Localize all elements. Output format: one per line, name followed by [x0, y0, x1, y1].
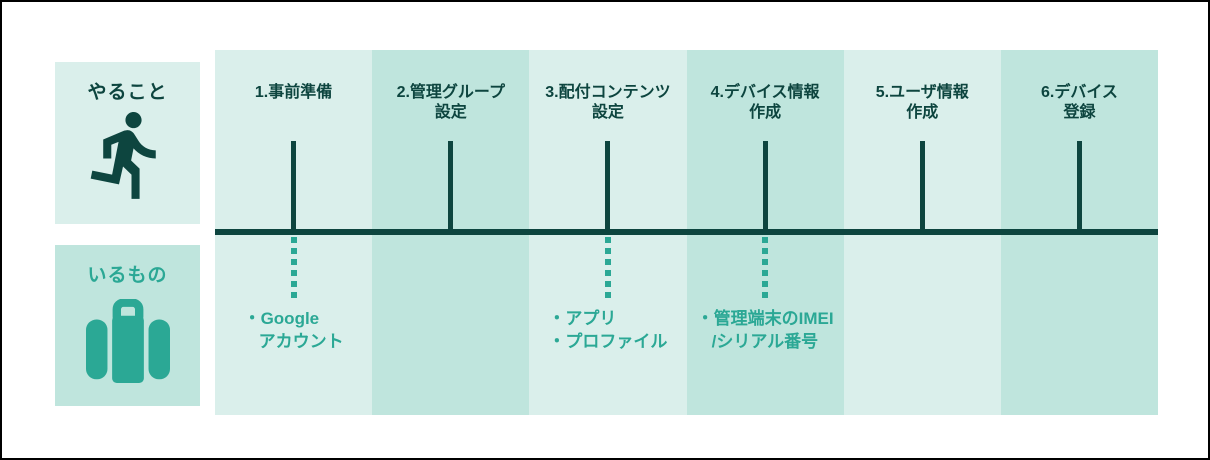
dotted-connector-4 [762, 237, 769, 299]
legend-needed-label: いるもの [87, 265, 168, 286]
step-tick-4 [762, 141, 768, 230]
step-tick-3 [605, 141, 611, 230]
step-tick-5 [919, 141, 925, 230]
step-title-1: 1.事前準備 [254, 84, 333, 101]
legend-todo-label: やること [87, 82, 168, 103]
legend-todo-box: やること [55, 62, 200, 224]
timeline-axis [215, 229, 1158, 235]
timeline-columns: 1.事前準備 ・Google アカウント 2.管理グループ 設定 [215, 50, 1159, 415]
dotted-connector-1 [290, 237, 297, 299]
step-tick-6 [1076, 141, 1082, 230]
runner-icon [90, 111, 156, 199]
item-text: ・Google アカウント [243, 309, 344, 351]
step-items-4: ・管理端末のIMEI /シリアル番号 [690, 308, 841, 354]
item-text: ・プロファイル [548, 331, 668, 351]
item-text: ・アプリ [548, 309, 617, 328]
step-title-2: 2.管理グループ 設定 [396, 84, 505, 121]
dotted-connector-3 [604, 237, 611, 299]
step-title-4: 4.デバイス情報 作成 [710, 84, 820, 121]
item-text: ・管理端末のIMEI /シリアル番号 [696, 309, 834, 351]
step-tick-2 [448, 141, 454, 230]
step-title-5: 5.ユーザ情報 作成 [875, 84, 969, 121]
step-items-1: ・Google アカウント [218, 308, 369, 354]
step-items-3: ・アプリ ・プロファイル [532, 308, 683, 354]
briefcase-icon [85, 298, 170, 383]
step-title-6: 6.デバイス 登録 [1041, 84, 1118, 121]
step-tick-1 [291, 141, 297, 230]
step-title-3: 3.配付コンテンツ 設定 [545, 84, 671, 121]
legend-needed-box: いるもの [55, 245, 200, 406]
